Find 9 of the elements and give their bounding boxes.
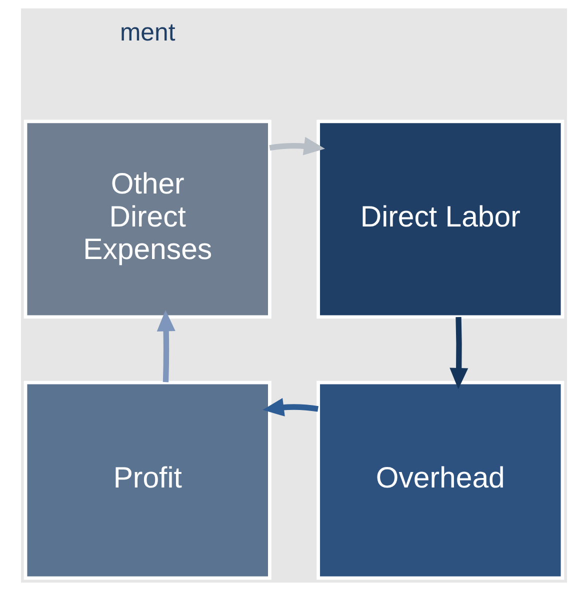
node-box: Profit — [23, 380, 271, 580]
arrow — [268, 136, 325, 156]
arrow — [156, 310, 175, 382]
node-box: Overhead — [316, 380, 564, 580]
arrow — [449, 317, 468, 390]
node-box: Direct Labor — [316, 120, 564, 319]
node-box: Other Direct Expenses — [23, 120, 271, 319]
label: ment — [119, 18, 175, 47]
arrow — [262, 398, 318, 416]
